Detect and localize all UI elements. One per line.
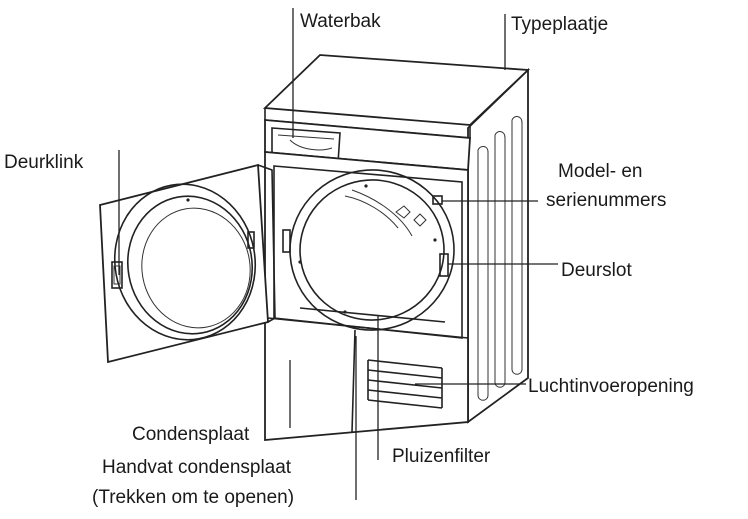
label-condensplaat: Condensplaat — [132, 424, 250, 445]
label-model-line1: Model- en — [558, 161, 643, 182]
label-waterbak: Waterbak — [300, 11, 381, 32]
leader-lines — [118, 8, 558, 500]
air-intake-grille — [367, 359, 443, 409]
cabinet-front — [264, 151, 469, 441]
label-deurslot: Deurslot — [561, 260, 632, 281]
cabinet-side-panel — [467, 67, 529, 424]
label-model-line2: serienummers — [546, 190, 666, 211]
open-door — [99, 163, 276, 364]
label-luchtinvoer: Luchtinvoeropening — [528, 376, 694, 397]
label-handvat-line1: Handvat condensplaat — [102, 457, 292, 478]
plinth — [351, 329, 443, 433]
label-deurklink: Deurklink — [4, 152, 84, 173]
label-pluizenfilter: Pluizenfilter — [392, 446, 491, 467]
labels: Waterbak Typeplaatje Deurklink Model- en… — [4, 11, 694, 508]
label-typeplaatje: Typeplaatje — [511, 14, 608, 35]
label-handvat-line2: (Trekken om te openen) — [92, 487, 294, 508]
